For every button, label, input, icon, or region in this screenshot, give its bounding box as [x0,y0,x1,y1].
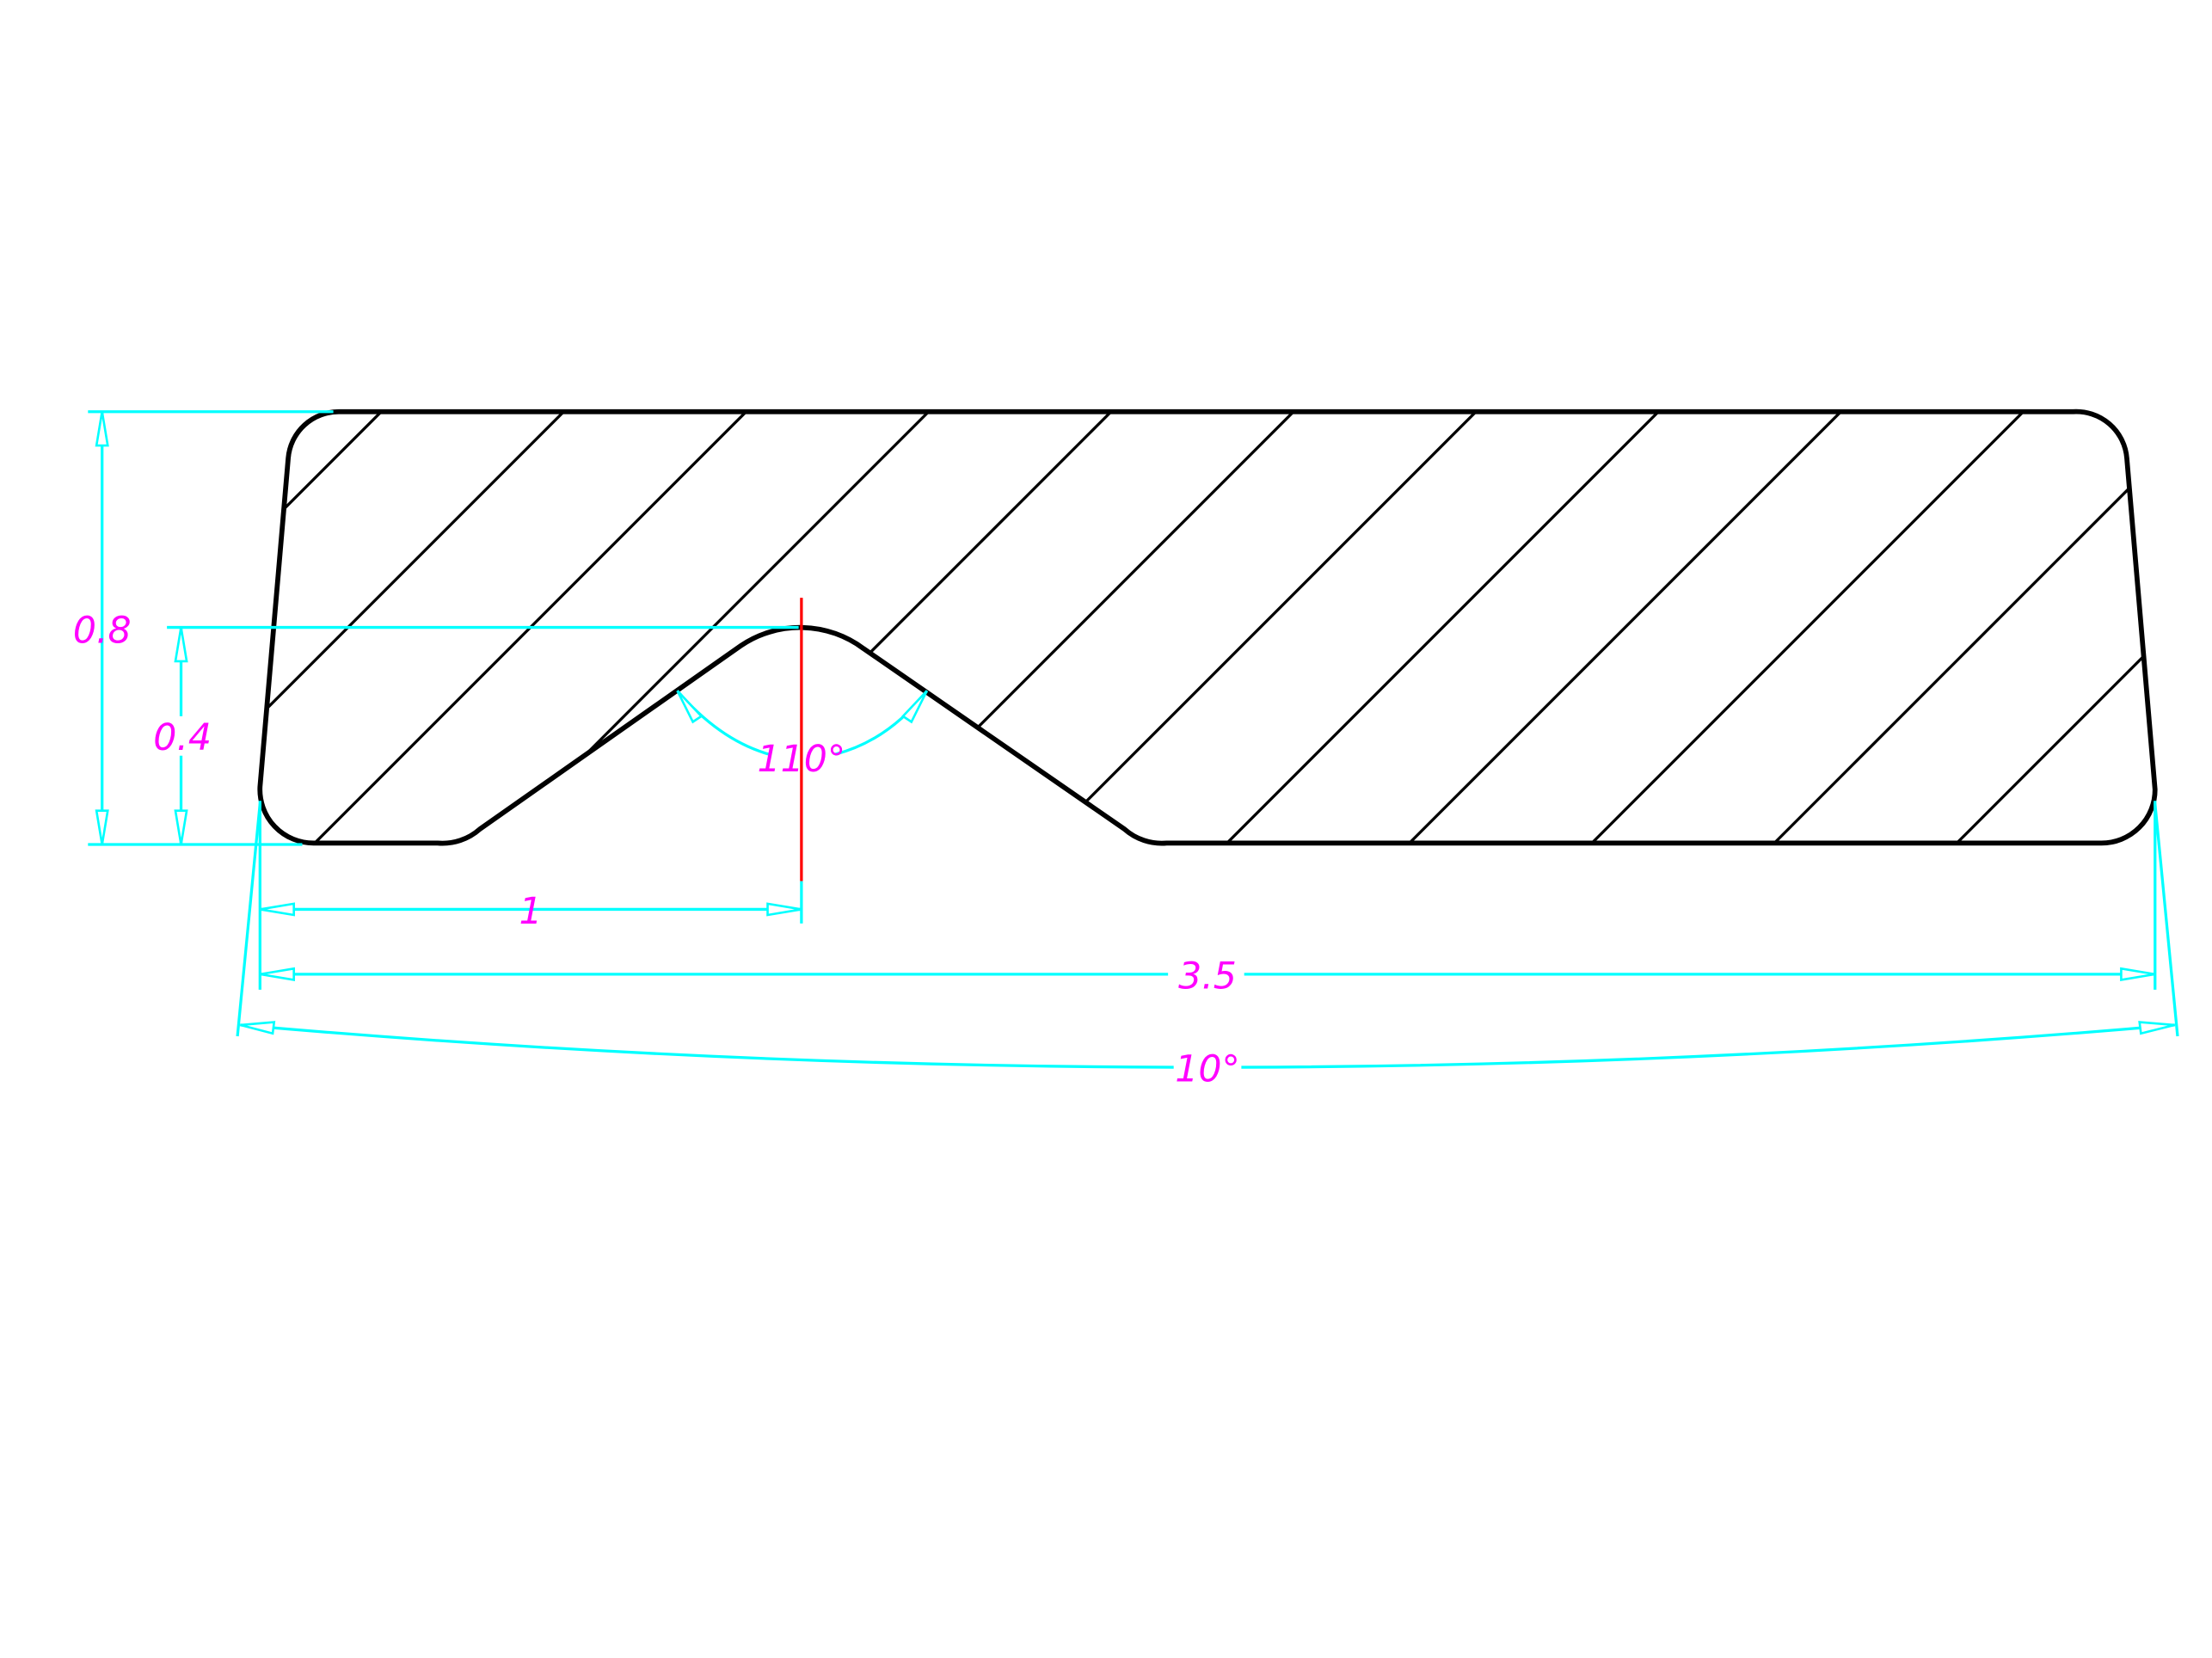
dimension-side-taper-angle: 10° [236,803,2179,1090]
hatch-line [0,384,45,891]
hatch-line [1543,411,2053,844]
hatch-line [813,411,1323,844]
hatch-line [1908,411,2155,844]
svg-text:0.8: 0.8 [73,610,132,653]
hatch-line [266,411,776,844]
hatch-line [2090,411,2155,844]
svg-text:1: 1 [519,890,543,933]
dimension-groove-angle: 110° [676,690,929,781]
dimension-groove-offset: 1 [258,801,803,990]
svg-text:3.5: 3.5 [1178,955,1237,998]
dimension-overall-width: 3.5 [260,801,2157,998]
svg-text:0.4: 0.4 [153,716,212,759]
hatch-line [260,411,593,844]
hatch-line [448,411,958,844]
hatching [0,384,2155,891]
hatch-line [1360,411,1871,844]
hatch-line [1177,411,1688,844]
dimension-overall-height: 0.8 [73,410,334,846]
hatch-line [260,411,411,844]
hatch-line [630,411,1140,844]
svg-text:110°: 110° [758,738,846,781]
dimension-groove-depth: 0.4 [147,625,799,845]
svg-text:10°: 10° [1175,1047,1240,1090]
hatch-line [995,411,1506,844]
part-section-outline [257,408,2158,846]
